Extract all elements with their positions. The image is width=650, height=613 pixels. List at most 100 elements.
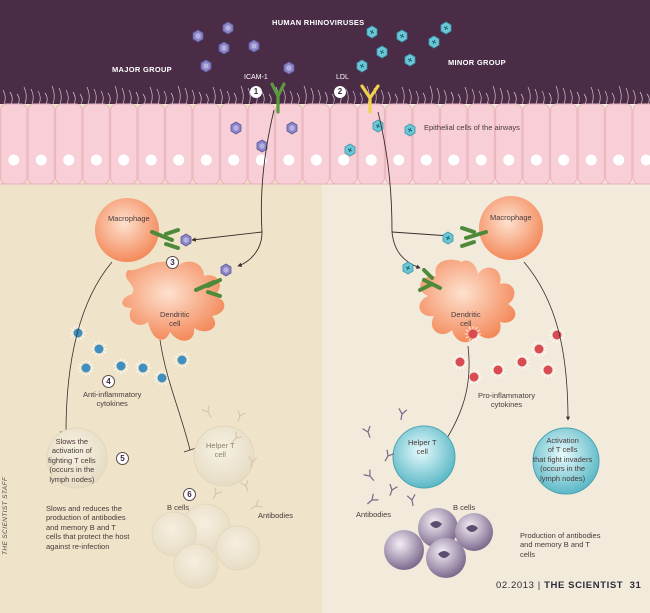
- antibody: [406, 494, 416, 507]
- path-left-down: [260, 109, 275, 233]
- epithelial-cell-layer: [0, 103, 650, 185]
- cytokine: [113, 358, 129, 374]
- slows-circle: [46, 427, 108, 489]
- cytokine: [531, 341, 547, 357]
- epithelial-cell: [302, 103, 330, 185]
- step-4-marker: 4: [102, 375, 115, 388]
- epithelial-cell: [220, 103, 248, 185]
- step-3-marker: 3: [166, 256, 179, 269]
- epithelial-cell: [192, 103, 220, 185]
- antibody: [389, 483, 398, 496]
- epithelial-cell: [357, 103, 385, 185]
- helper-t-cell-left: [193, 425, 255, 487]
- cytokine: [465, 326, 481, 342]
- antibody: [212, 487, 223, 500]
- epithelial-cell: [275, 103, 303, 185]
- arrow-to-activation: [523, 261, 570, 421]
- dendritic-cell-right: [419, 259, 516, 343]
- pro-inflammatory-cytokines: [452, 326, 565, 385]
- footer-magazine: THE SCIENTIST: [544, 580, 624, 591]
- inhibit-line-helper: [159, 339, 191, 451]
- epithelial-cell: [27, 103, 55, 185]
- cytokine: [466, 369, 482, 385]
- airway-lumen: [0, 0, 650, 104]
- epithelial-cell: [632, 103, 650, 185]
- antibody: [367, 493, 379, 505]
- epithelial-cell: [55, 103, 83, 185]
- epithelial-cell: [110, 103, 138, 185]
- pro-inflammatory-label: Pro-inflammatory cytokines: [478, 391, 536, 410]
- arrow-to-helper-right: [441, 345, 470, 447]
- path-right-down: [377, 111, 393, 233]
- cytokine: [70, 325, 86, 341]
- helper-right-label: Helper T cell: [408, 438, 437, 457]
- step-1-marker: 1: [250, 86, 262, 98]
- epithelial-cell: [385, 103, 413, 185]
- ldl-receptor: [360, 84, 380, 114]
- antibody: [398, 408, 408, 421]
- arrow-to-macrophage-right: [391, 231, 451, 238]
- antibody: [250, 499, 263, 510]
- epithelial-cell: [467, 103, 495, 185]
- reduces-label: Slows and reduces the production of anti…: [46, 504, 130, 551]
- staff-credit: THE SCIENTIST STAFF: [2, 476, 9, 555]
- macrophage-left: [95, 198, 159, 262]
- activation-circle: [532, 427, 600, 495]
- epithelial-label: Epithelial cells of the airways: [424, 123, 520, 132]
- major-group-label: MAJOR GROUP: [112, 65, 172, 74]
- antibody: [384, 449, 395, 462]
- epithelial-cell: [440, 103, 468, 185]
- b-cells-left-label: B cells: [167, 503, 190, 512]
- cytokine: [452, 354, 468, 370]
- cytokine: [540, 362, 556, 378]
- b-cells-right: [384, 508, 493, 578]
- helper-left-label: Helper T cell: [206, 441, 235, 460]
- arrow-to-dendritic-right: [391, 231, 421, 269]
- antibody: [201, 405, 212, 418]
- slows-label: Slows the activation of fighting T cells…: [48, 437, 96, 484]
- arrow-to-macrophage-left: [191, 231, 263, 242]
- icam1-label: ICAM-1: [244, 74, 268, 81]
- production-label: Production of antibodies and memory B an…: [520, 531, 601, 559]
- step-2-marker: 2: [334, 86, 346, 98]
- dendritic-left-label: Dendritic cell: [160, 310, 190, 329]
- b-cells-right-label: B cells: [453, 503, 476, 512]
- b-cells-left-faded: [151, 503, 261, 589]
- antibody: [231, 431, 243, 443]
- cytokine: [91, 341, 107, 357]
- footer-date: 02.2013: [496, 580, 535, 591]
- macrophage-right: [479, 196, 543, 260]
- footer-page: 31: [629, 580, 642, 591]
- epithelial-cell: [0, 103, 28, 185]
- anti-inflammatory-cytokines: [70, 325, 190, 386]
- epithelial-cell: [82, 103, 110, 185]
- antibodies-right: [362, 408, 416, 507]
- minor-group-label: MINOR GROUP: [448, 58, 506, 67]
- antibody: [248, 456, 258, 469]
- cilia: [2, 85, 650, 105]
- antibodies-right-label: Antibodies: [356, 510, 392, 519]
- ldl-label: LDL: [336, 74, 349, 81]
- epithelial-cell: [605, 103, 633, 185]
- antibody: [362, 425, 371, 438]
- dendritic-cell-left: [122, 261, 225, 341]
- macrophage-left-label: Macrophage: [108, 214, 150, 223]
- cytokine: [174, 352, 190, 368]
- epithelial-cell: [412, 103, 440, 185]
- cytokine: [78, 360, 94, 376]
- antibody: [240, 479, 249, 492]
- antibody: [237, 409, 246, 422]
- antibodies-left-label: Antibodies: [258, 511, 294, 520]
- diagram-title: HUMAN RHINOVIRUSES: [272, 18, 365, 27]
- epithelial-cell: [330, 103, 358, 185]
- helper-t-cell-right: [392, 425, 456, 489]
- step-6-marker: 6: [183, 488, 196, 501]
- antibodies-left: [201, 405, 263, 510]
- inhibit-line-left: [65, 261, 113, 433]
- epithelial-cell: [522, 103, 550, 185]
- antibody: [363, 469, 375, 481]
- epithelial-cell: [550, 103, 578, 185]
- step-5-marker: 5: [116, 452, 129, 465]
